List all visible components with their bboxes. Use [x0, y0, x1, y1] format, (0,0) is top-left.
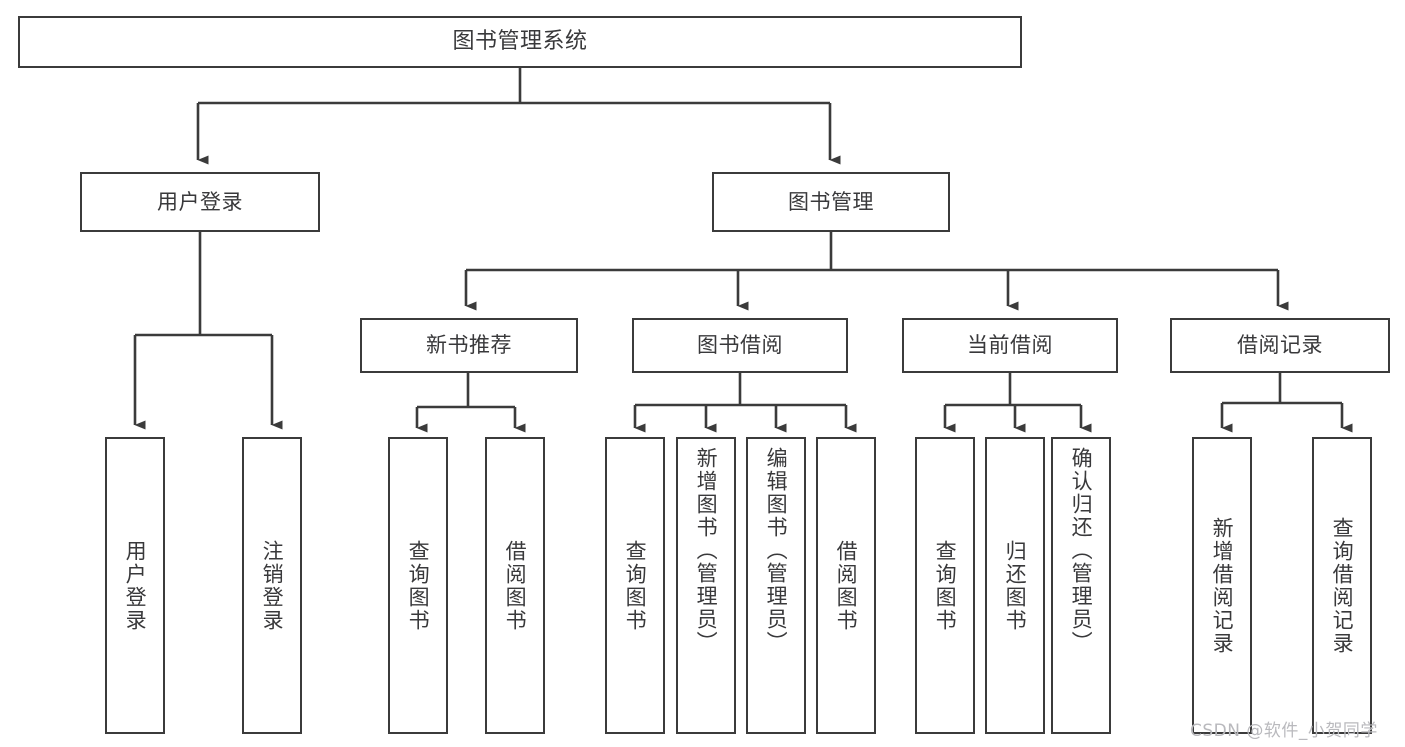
node-label: 查询图书 — [406, 539, 431, 632]
node-label: 借阅记录 — [1237, 333, 1323, 358]
node-label: 用户登录 — [157, 189, 243, 214]
node-loan-record[interactable]: 借阅记录 — [1170, 318, 1390, 373]
leaf-borrow-book[interactable]: 借阅图书 — [816, 437, 876, 734]
node-label: 借阅图书 — [834, 539, 859, 632]
node-label: 图书借阅 — [697, 333, 783, 358]
leaf-query-loan-record[interactable]: 查询借阅记录 — [1312, 437, 1372, 734]
node-label: 新增借阅记录 — [1210, 516, 1235, 655]
node-label: 新增图书（管理员） — [694, 447, 719, 654]
node-book-borrow[interactable]: 图书借阅 — [632, 318, 848, 373]
leaf-query-book-current-loan[interactable]: 查询图书 — [915, 437, 975, 734]
leaf-borrow-book-recommend[interactable]: 借阅图书 — [485, 437, 545, 734]
node-book-management[interactable]: 图书管理 — [712, 172, 950, 232]
csdn-watermark: CSDN @软件_小贺同学 — [1190, 721, 1378, 741]
node-label: 借阅图书 — [503, 539, 528, 632]
leaf-query-book[interactable]: 查询图书 — [605, 437, 665, 734]
node-label: 查询借阅记录 — [1330, 516, 1355, 655]
node-label: 查询图书 — [933, 539, 958, 632]
node-label: 编辑图书（管理员） — [764, 447, 789, 654]
node-label: 当前借阅 — [967, 333, 1053, 358]
node-root-system[interactable]: 图书管理系统 — [18, 16, 1022, 68]
node-label: 归还图书 — [1003, 539, 1028, 632]
node-current-loan[interactable]: 当前借阅 — [902, 318, 1118, 373]
leaf-add-book-admin[interactable]: 新增图书（管理员） — [676, 437, 736, 734]
leaf-user-login[interactable]: 用户登录 — [105, 437, 165, 734]
node-label: 图书管理系统 — [452, 29, 588, 55]
leaf-return-book[interactable]: 归还图书 — [985, 437, 1045, 734]
node-label: 图书管理 — [788, 189, 874, 214]
node-label: 确认归还（管理员） — [1069, 447, 1094, 654]
node-label: 查询图书 — [623, 539, 648, 632]
node-label: 注销登录 — [260, 539, 285, 632]
node-label: 用户登录 — [123, 539, 148, 632]
leaf-add-loan-record[interactable]: 新增借阅记录 — [1192, 437, 1252, 734]
node-label: 新书推荐 — [426, 333, 512, 358]
leaf-confirm-return-admin[interactable]: 确认归还（管理员） — [1051, 437, 1111, 734]
node-new-book-recommend[interactable]: 新书推荐 — [360, 318, 578, 373]
node-user-login[interactable]: 用户登录 — [80, 172, 320, 232]
leaf-edit-book-admin[interactable]: 编辑图书（管理员） — [746, 437, 806, 734]
leaf-query-book-recommend[interactable]: 查询图书 — [388, 437, 448, 734]
leaf-user-logout[interactable]: 注销登录 — [242, 437, 302, 734]
